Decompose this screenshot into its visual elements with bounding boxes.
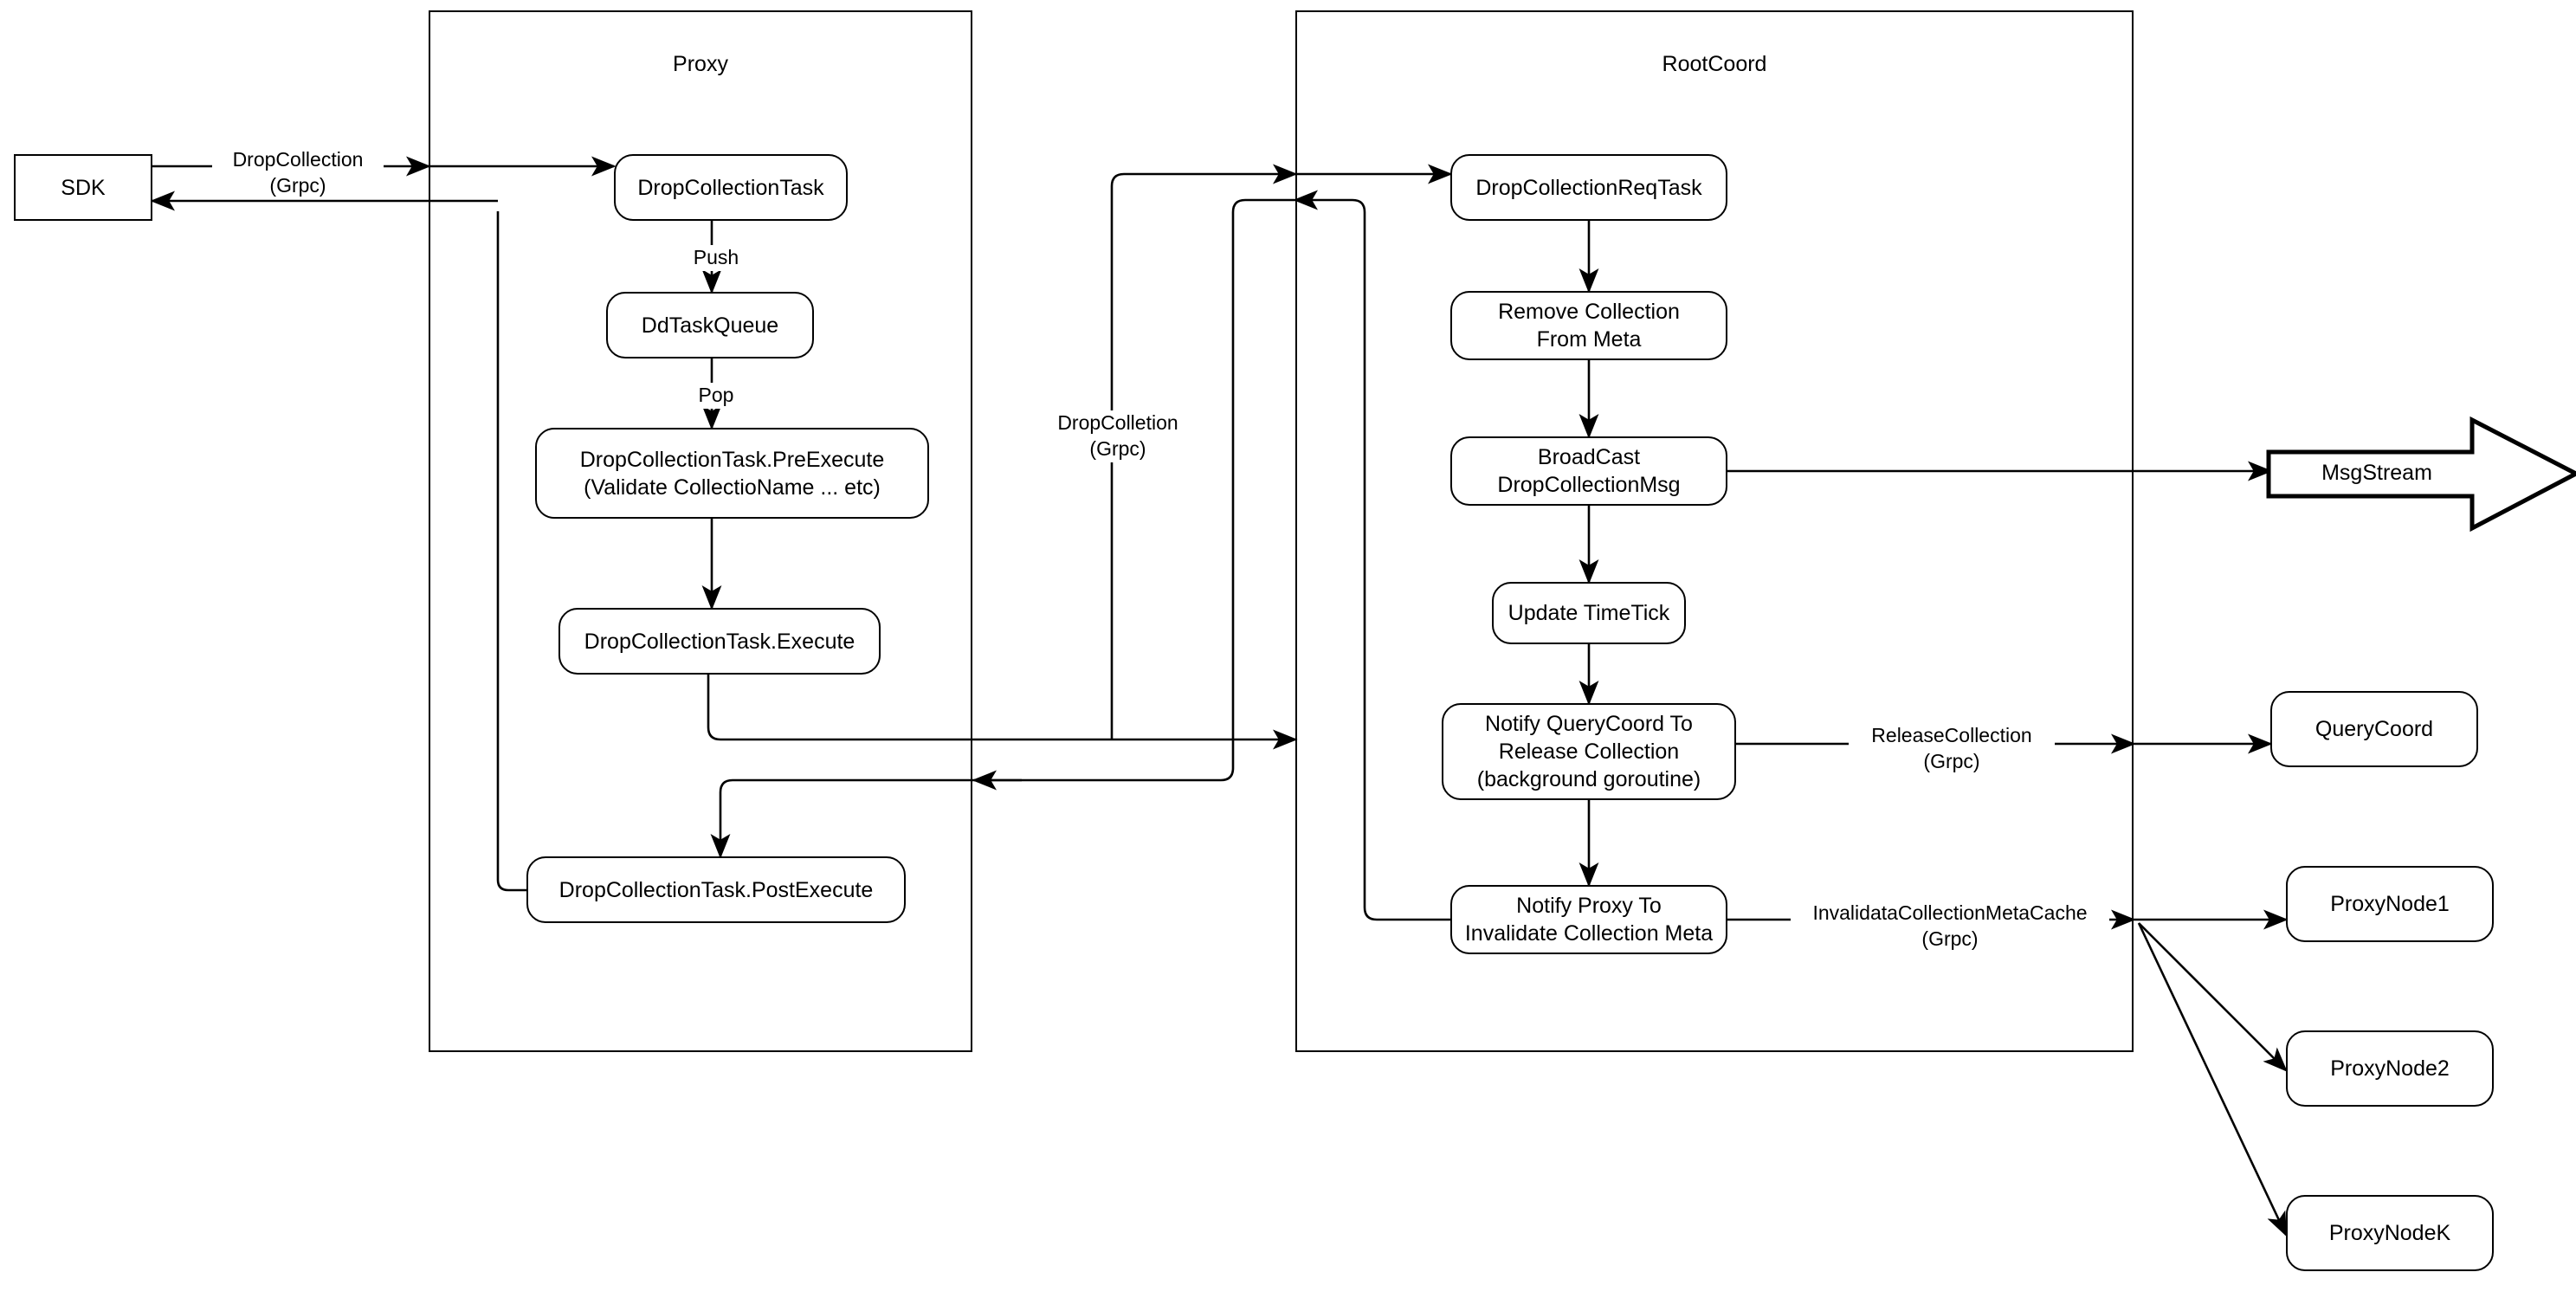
node-notify-proxy-invalidate-collection-meta[interactable]: Notify Proxy To Invalidate Collection Me… (1450, 885, 1727, 954)
wire-rootcoord-to-proxy-return (972, 198, 1295, 782)
node-notify-querycoord-release-collection[interactable]: Notify QueryCoord To Release Collection … (1442, 703, 1736, 800)
node-drop-collection-task-preexecute[interactable]: DropCollectionTask.PreExecute (Validate … (535, 428, 929, 519)
node-proxynode2[interactable]: ProxyNode2 (2286, 1030, 2494, 1107)
edge-label-release-collection: ReleaseCollection (Grpc) (1849, 723, 2055, 775)
node-querycoord[interactable]: QueryCoord (2270, 691, 2478, 767)
container-rootcoord-title: RootCoord (1662, 52, 1767, 76)
node-remove-collection-from-meta[interactable]: Remove Collection From Meta (1450, 291, 1727, 360)
wire-fanout-to-proxynode2 (2138, 922, 2288, 1072)
node-drop-collection-task-postexecute[interactable]: DropCollectionTask.PostExecute (526, 856, 906, 923)
node-msgstream-label[interactable]: MsgStream (2321, 461, 2432, 485)
node-dd-task-queue[interactable]: DdTaskQueue (606, 292, 814, 358)
edge-label-pop: Pop (693, 383, 739, 409)
node-proxynodek[interactable]: ProxyNodeK (2286, 1195, 2494, 1271)
node-update-timetick[interactable]: Update TimeTick (1492, 582, 1686, 644)
wire-fanout-to-proxynodek (2137, 922, 2288, 1237)
edge-label-sdk-to-proxy: DropCollection (Grpc) (212, 147, 384, 199)
container-proxy-title: Proxy (673, 52, 728, 76)
container-proxy (429, 10, 972, 1052)
node-drop-collection-task-execute[interactable]: DropCollectionTask.Execute (558, 608, 881, 675)
edge-label-invalidate-collection-meta-cache: InvalidataCollectionMetaCache (Grpc) (1791, 901, 2109, 953)
edge-label-proxy-to-rootcoord: DropColletion (Grpc) (1032, 410, 1204, 462)
node-broadcast-drop-collection-msg[interactable]: BroadCast DropCollectionMsg (1450, 436, 1727, 506)
edge-label-push: Push (687, 245, 746, 271)
node-proxynode1[interactable]: ProxyNode1 (2286, 866, 2494, 942)
node-sdk[interactable]: SDK (14, 154, 152, 221)
node-drop-collection-task[interactable]: DropCollectionTask (614, 154, 848, 221)
node-drop-collection-req-task[interactable]: DropCollectionReqTask (1450, 154, 1727, 221)
